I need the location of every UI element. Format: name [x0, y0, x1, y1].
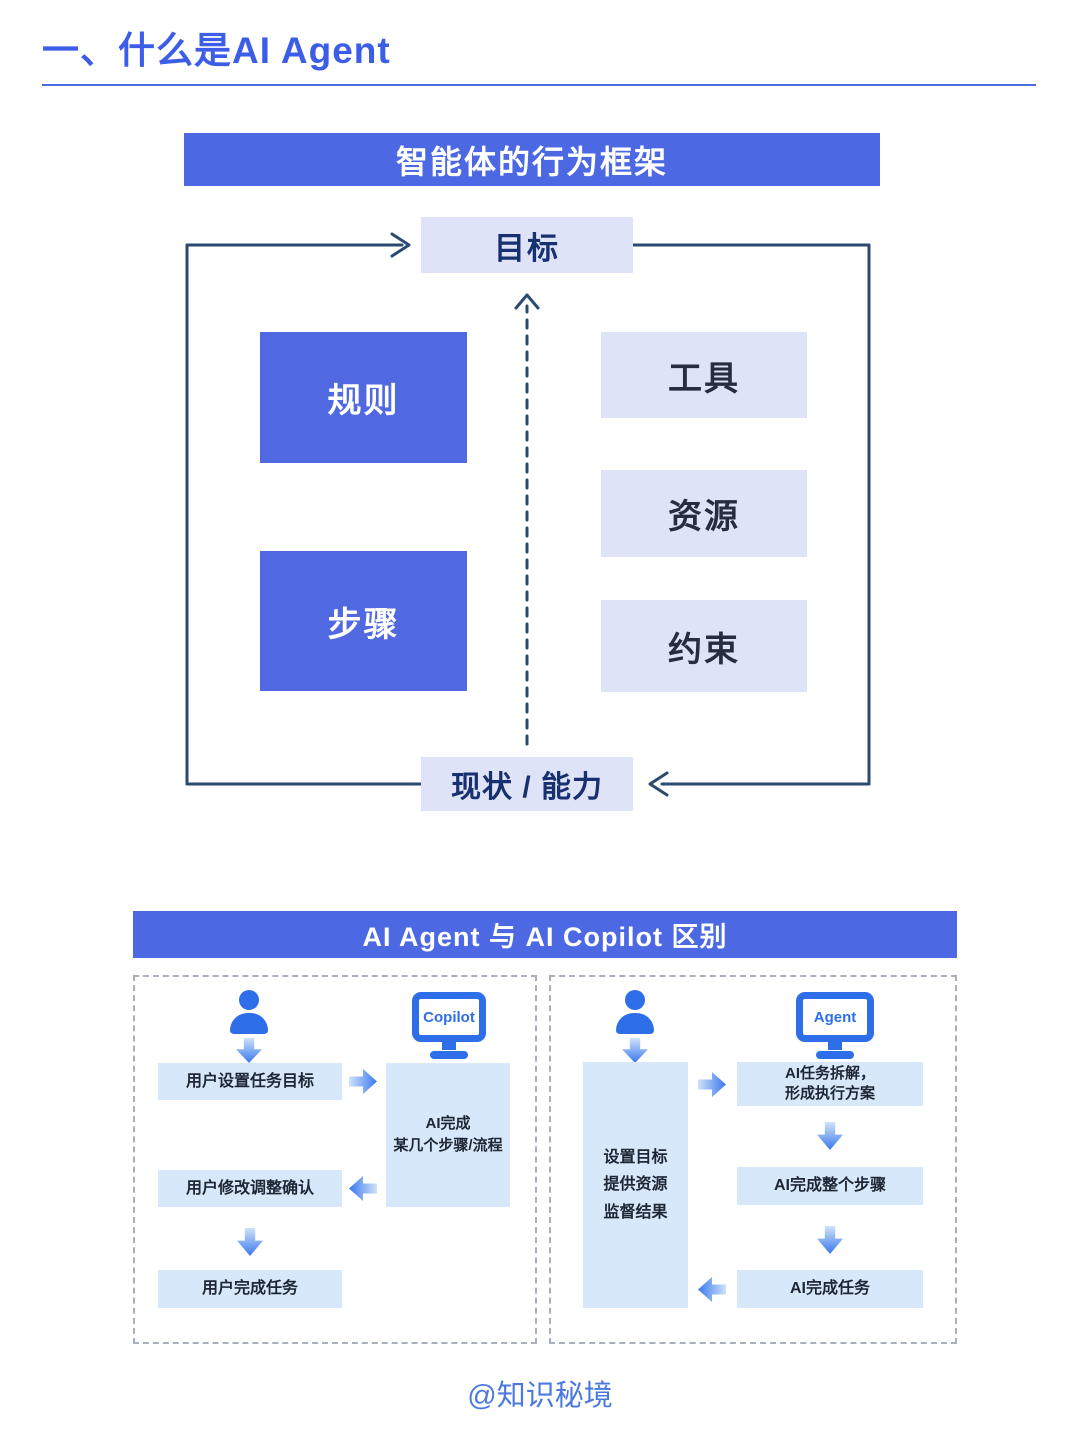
comparison-banner: AI Agent 与 AI Copilot 区别: [133, 911, 957, 958]
agent-monitor-icon: Agent: [796, 992, 874, 1059]
copilot-ai-partial-box: AI完成 某几个步骤/流程: [386, 1063, 510, 1207]
goal-box: 目标: [421, 217, 633, 273]
tool-box: 工具: [601, 332, 807, 418]
step-box: 步骤: [260, 551, 467, 691]
monitor-base: [816, 1051, 854, 1059]
copilot-adjust-down-arrow-icon: [237, 1228, 263, 1256]
user-head-icon: [625, 990, 645, 1010]
agent-user-role-box: 设置目标 提供资源 监督结果: [583, 1062, 688, 1308]
rule-box: 规则: [260, 332, 467, 463]
footer-credit: @知识秘境: [467, 1380, 613, 1412]
feedback-arrowhead-icon: [514, 293, 540, 310]
framework-banner: 智能体的行为框架: [184, 133, 880, 186]
copilot-user-finish-box: 用户完成任务: [158, 1270, 342, 1308]
agent-back-to-user-arrow-icon: [698, 1277, 726, 1302]
copilot-user-adjust-box: 用户修改调整确认: [158, 1170, 342, 1207]
copilot-back-to-user-arrow-icon: [349, 1176, 377, 1201]
constraint-box: 约束: [601, 600, 807, 692]
agent-decompose-box: AI任务拆解， 形成执行方案: [737, 1062, 923, 1106]
agent-to-ai-arrow-icon: [698, 1072, 726, 1097]
status-box: 现状 / 能力: [421, 757, 633, 811]
copilot-to-ai-arrow-icon: [349, 1069, 377, 1094]
agent-user-icon: [616, 990, 654, 1034]
agent-steps-down-arrow-icon: [817, 1226, 843, 1254]
agent-full-steps-box: AI完成整个步骤: [737, 1167, 923, 1205]
page-title: 一、什么是AI Agent: [42, 30, 391, 71]
title-underline: [42, 84, 1036, 86]
monitor-neck: [442, 1042, 456, 1050]
user-body-icon: [230, 1013, 268, 1034]
user-body-icon: [616, 1013, 654, 1034]
agent-user-down-arrow-icon: [622, 1038, 648, 1063]
agent-monitor-label: Agent: [813, 1008, 857, 1026]
monitor-neck: [828, 1042, 842, 1050]
loop-right-arrow: [631, 243, 871, 797]
copilot-panel: [133, 975, 537, 1344]
copilot-monitor-icon: Copilot: [412, 992, 486, 1059]
agent-decompose-down-arrow-icon: [817, 1122, 843, 1150]
copilot-set-goal-box: 用户设置任务目标: [158, 1063, 342, 1100]
copilot-monitor-label: Copilot: [423, 1008, 475, 1026]
copilot-user-icon: [230, 990, 268, 1034]
agent-finish-box: AI完成任务: [737, 1270, 923, 1308]
agent-panel: [549, 975, 957, 1344]
monitor-base: [430, 1051, 468, 1059]
resource-box: 资源: [601, 470, 807, 557]
copilot-user-down-arrow-icon: [236, 1038, 262, 1063]
loop-left-arrow: [185, 232, 423, 786]
user-head-icon: [239, 990, 259, 1010]
